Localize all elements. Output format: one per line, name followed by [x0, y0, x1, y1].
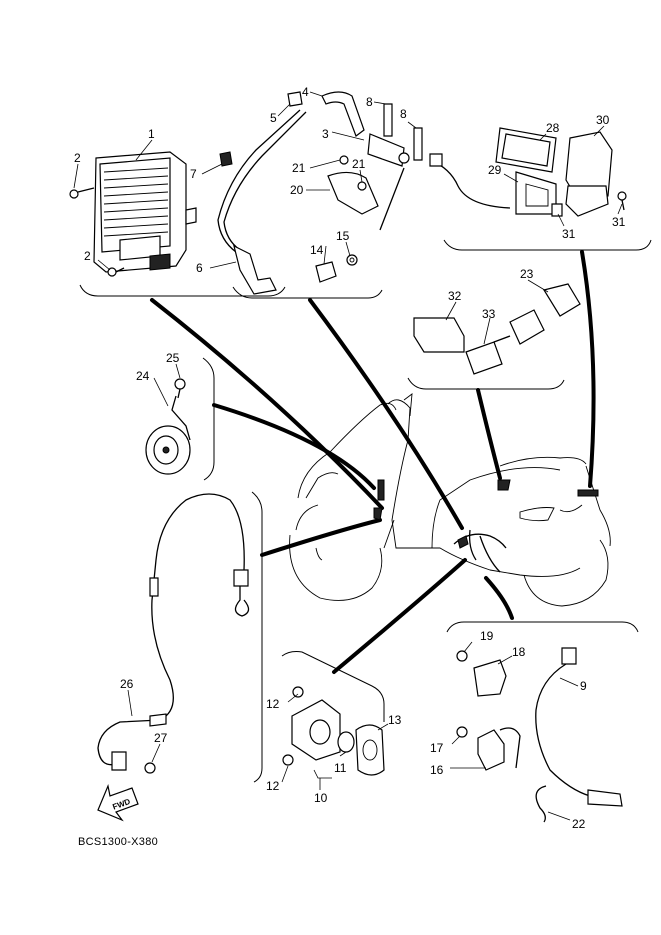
- callout-20: 20: [290, 183, 304, 197]
- part-coil-assembly: [217, 91, 423, 295]
- callout-23: 23: [520, 267, 534, 281]
- callout-3: 3: [322, 127, 329, 141]
- callout-10: 10: [314, 791, 328, 805]
- callout-6: 6: [196, 261, 203, 275]
- callout-7: 7: [190, 167, 197, 181]
- callout-18: 18: [512, 645, 526, 659]
- callout-8b: 8: [400, 107, 407, 121]
- callout-25: 25: [166, 351, 180, 365]
- callout-22: 22: [572, 817, 586, 831]
- callout-32: 32: [448, 289, 462, 303]
- callout-24: 24: [136, 369, 150, 383]
- callout-26: 26: [120, 677, 134, 691]
- callout-8a: 8: [366, 95, 373, 109]
- callout-15: 15: [336, 229, 350, 243]
- fwd-arrow-icon: FWD: [97, 783, 139, 822]
- callout-9: 9: [580, 679, 587, 693]
- callout-1: 1: [148, 127, 155, 141]
- callout-31a: 31: [562, 227, 576, 241]
- callout-17: 17: [430, 741, 444, 755]
- part-o2-sensor-group: [456, 647, 623, 823]
- callout-27: 27: [154, 731, 168, 745]
- part-ecu: [93, 151, 197, 273]
- callout-5: 5: [270, 111, 277, 125]
- callout-2a: 2: [74, 151, 81, 165]
- callout-2b: 2: [84, 249, 91, 263]
- callout-33: 33: [482, 307, 496, 321]
- group-leaders: [150, 250, 596, 674]
- group-brackets: [79, 239, 652, 783]
- callout-31b: 31: [612, 215, 626, 229]
- callout-29: 29: [488, 163, 502, 177]
- callout-28: 28: [546, 121, 560, 135]
- callout-14: 14: [310, 243, 324, 257]
- callout-11: 11: [334, 761, 347, 775]
- part-horn: [145, 378, 191, 475]
- callout-12a: 12: [266, 697, 280, 711]
- part-speed-sensor: [97, 493, 250, 774]
- part-lamp-assembly: [429, 127, 627, 217]
- callout-21b: 21: [352, 157, 366, 171]
- part-relay-group: [413, 283, 581, 375]
- callout-13: 13: [388, 713, 402, 727]
- part-valve-assembly: [282, 686, 385, 779]
- motorcycle-outline: [289, 393, 611, 607]
- callout-12b: 12: [266, 779, 280, 793]
- callout-4: 4: [302, 85, 309, 99]
- callout-21a: 21: [292, 161, 306, 175]
- diagram-code: BCS1300-X380: [78, 836, 159, 848]
- callout-30: 30: [596, 113, 610, 127]
- callout-19: 19: [480, 629, 494, 643]
- callout-16: 16: [430, 763, 444, 777]
